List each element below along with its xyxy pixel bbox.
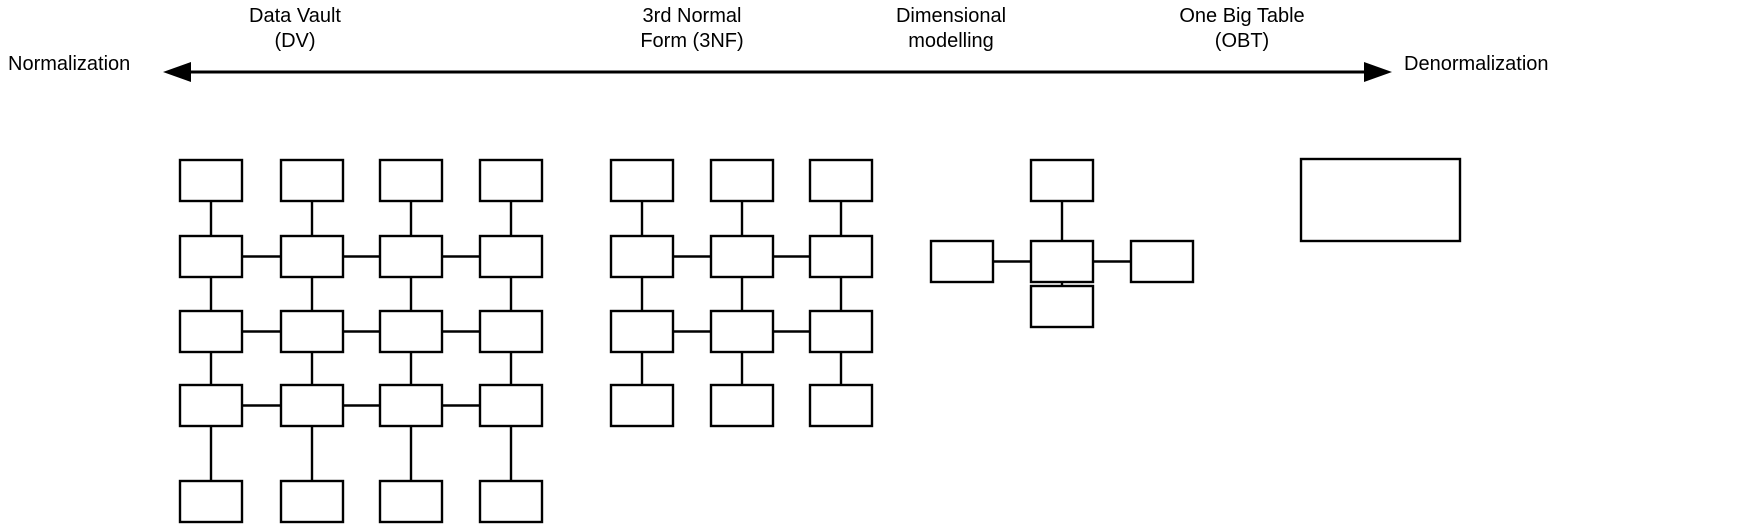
table-node bbox=[378, 383, 444, 428]
axis-label-normalization: Normalization bbox=[8, 53, 131, 75]
stage-label-line2: Form (3NF) bbox=[640, 30, 744, 52]
table-node bbox=[279, 158, 345, 203]
table-node bbox=[609, 234, 675, 279]
table-node bbox=[279, 479, 345, 524]
table-node bbox=[279, 234, 345, 279]
table-node bbox=[609, 309, 675, 354]
table-node bbox=[178, 234, 244, 279]
stage-label-line1: Data Vault bbox=[249, 5, 341, 27]
table-node bbox=[478, 479, 544, 524]
axis-label-denormalization: Denormalization bbox=[1404, 53, 1549, 75]
dimension-node bbox=[929, 239, 995, 284]
table-node bbox=[609, 383, 675, 428]
table-node bbox=[378, 234, 444, 279]
table-node bbox=[808, 309, 874, 354]
table-node bbox=[378, 158, 444, 203]
stage-label-line1: One Big Table bbox=[1179, 5, 1305, 27]
stage-label-dimensional-modelling: Dimensional modelling bbox=[851, 4, 1051, 54]
table-node bbox=[478, 309, 544, 354]
schema-model-dimensional-modelling bbox=[929, 158, 1195, 329]
table-node bbox=[808, 234, 874, 279]
table-node bbox=[808, 158, 874, 203]
table-node bbox=[609, 158, 675, 203]
stage-label-data-vault: Data Vault (DV) bbox=[195, 4, 395, 54]
table-node bbox=[178, 158, 244, 203]
table-node bbox=[478, 383, 544, 428]
table-node bbox=[709, 309, 775, 354]
dimension-node bbox=[1029, 158, 1095, 203]
table-node bbox=[478, 158, 544, 203]
stage-label-line2: (DV) bbox=[274, 30, 316, 52]
schema-model-third-normal-form bbox=[609, 158, 874, 428]
table-node bbox=[279, 383, 345, 428]
stage-label-line1: Dimensional bbox=[895, 5, 1007, 27]
dimension-node bbox=[1029, 284, 1095, 329]
stage-label-line2: (OBT) bbox=[1214, 30, 1270, 52]
table-node bbox=[709, 158, 775, 203]
table-node bbox=[709, 383, 775, 428]
stage-label-line1: 3rd Normal bbox=[642, 5, 742, 27]
table-node bbox=[178, 383, 244, 428]
table-node bbox=[279, 309, 345, 354]
table-node bbox=[378, 479, 444, 524]
table-node bbox=[178, 309, 244, 354]
fact-node bbox=[1029, 239, 1095, 284]
stage-label-line2: modelling bbox=[908, 30, 994, 52]
table-node bbox=[378, 309, 444, 354]
stage-label-one-big-table: One Big Table (OBT) bbox=[1142, 4, 1342, 54]
wide-table-node bbox=[1299, 157, 1462, 243]
schema-model-data-vault bbox=[178, 158, 544, 524]
table-node bbox=[709, 234, 775, 279]
table-node bbox=[178, 479, 244, 524]
table-node bbox=[478, 234, 544, 279]
table-node bbox=[808, 383, 874, 428]
dimension-node bbox=[1129, 239, 1195, 284]
stage-label-third-normal-form: 3rd Normal Form (3NF) bbox=[592, 4, 792, 54]
schema-model-one-big-table bbox=[1299, 157, 1462, 243]
